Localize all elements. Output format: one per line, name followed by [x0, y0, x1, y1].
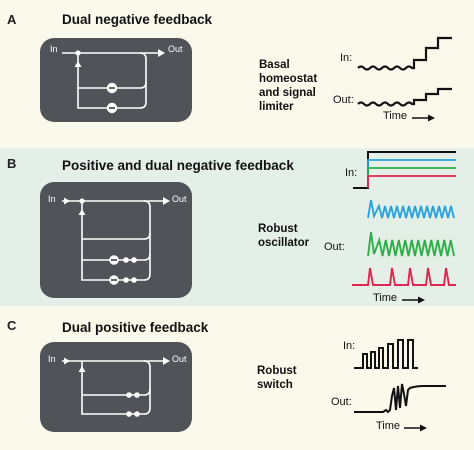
trace-plot [354, 339, 446, 432]
panel-title: Dual positive feedback [62, 320, 209, 335]
circuit-description: Robust switch [257, 364, 297, 392]
circuit-box: In Out [40, 38, 192, 122]
input-trace-red [367, 175, 456, 188]
panel-a: A Dual negative feedback In Out Basal ho… [0, 0, 474, 148]
circuit-box: In Out [40, 182, 192, 298]
delay-node [134, 392, 140, 398]
description-line: Robust [257, 365, 297, 377]
input-trace [357, 36, 452, 71]
output-arrowhead [163, 197, 170, 205]
trace-in-label: In: [345, 167, 358, 179]
output-trace [354, 383, 446, 414]
delay-node [131, 257, 137, 263]
output-arrowhead [163, 357, 170, 365]
input-trace-blue [367, 159, 456, 188]
description-line: switch [257, 379, 293, 391]
delay-node [123, 277, 129, 283]
description-line: oscillator [258, 237, 310, 249]
panel-letter: B [7, 156, 17, 171]
inner-feedback-loop [82, 253, 151, 261]
inner-feedback-loop [78, 81, 147, 89]
description-line: homeostat [259, 73, 318, 85]
circuit-out-label: Out [172, 354, 187, 364]
feedback-arrowhead [78, 366, 86, 372]
time-arrowhead [428, 114, 435, 122]
circuit-in-label: In [48, 194, 56, 204]
feedback-arrowhead [74, 61, 82, 67]
panel-title: Dual negative feedback [62, 12, 213, 27]
circuit-description: Robust oscillator [258, 222, 309, 250]
circuit-description: Basal homeostat and signal limiter [259, 58, 317, 114]
description-line: and signal [259, 87, 316, 99]
trace-in-label: In: [343, 340, 356, 352]
panel-b: B Positive and dual negative feedback In… [0, 148, 474, 306]
circuit-box: In Out [40, 342, 192, 432]
feedback-arrowhead [78, 209, 86, 215]
trace-out-label: Out: [333, 94, 354, 106]
delay-node [126, 411, 132, 417]
trace-out-label: Out: [324, 241, 345, 253]
outer-feedback-loop [77, 52, 147, 109]
output-arrowhead [158, 49, 165, 57]
panel-title: Positive and dual negative feedback [62, 158, 294, 173]
circuit-in-label: In [50, 44, 58, 54]
panel-c: C Dual positive feedback In Out Robust s… [0, 306, 474, 450]
circuit-out-label: Out [168, 44, 183, 54]
circuit-out-label: Out [172, 194, 187, 204]
delay-node [123, 257, 129, 263]
input-trace [354, 339, 418, 369]
delay-node [126, 392, 132, 398]
circuit-diagram [62, 357, 170, 417]
delay-node [134, 411, 140, 417]
outer-feedback-loop [81, 360, 151, 415]
input-trace-green [367, 167, 456, 188]
time-arrowhead [420, 424, 427, 432]
trace-in-label: In: [340, 52, 353, 64]
circuit-diagram [62, 197, 170, 285]
time-label: Time [376, 420, 401, 432]
description-line: Basal [259, 59, 290, 71]
trace-plot [352, 151, 456, 304]
output-trace-green [367, 231, 455, 257]
panel-letter: C [7, 318, 17, 333]
output-trace-red [352, 267, 456, 286]
time-label: Time [373, 292, 398, 304]
delay-node [131, 277, 137, 283]
trace-out-label: Out: [331, 396, 352, 408]
outer-feedback-loop [81, 200, 151, 281]
time-label: Time [383, 110, 408, 122]
description-line: limiter [259, 101, 294, 113]
inner-feedback-loop [82, 388, 151, 396]
positive-feedback-loop [82, 232, 151, 240]
output-trace [357, 87, 452, 107]
description-line: Robust [258, 223, 298, 235]
time-arrowhead [418, 296, 425, 304]
circuit-diagram [62, 49, 165, 114]
panel-letter: A [7, 12, 17, 27]
output-trace-blue [367, 199, 455, 219]
circuit-in-label: In [48, 354, 56, 364]
trace-plot [357, 36, 452, 122]
